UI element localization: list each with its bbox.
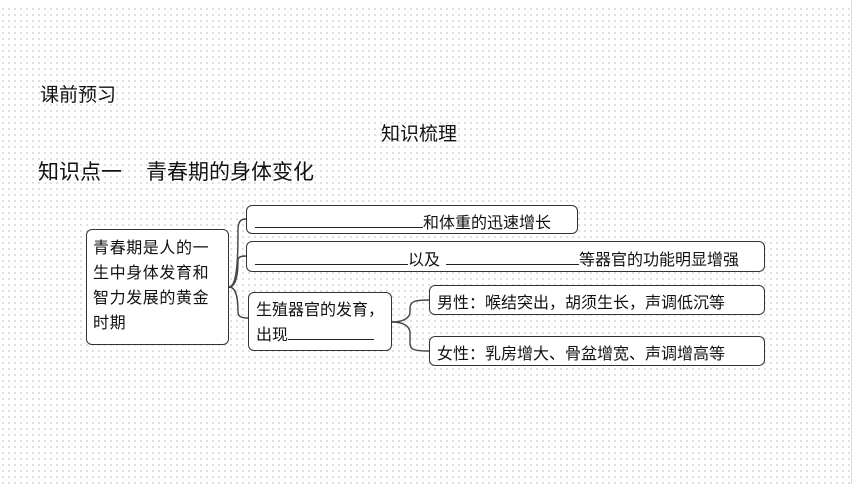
page-title: 知识梳理 (381, 123, 458, 145)
branch-reproductive-box: 生殖器官的发育， 出现 (248, 292, 392, 351)
connector-branch1 (228, 218, 247, 288)
branch3-prefix: 出现 (256, 325, 289, 344)
female-traits-box: 女性：乳房增大、骨盆增宽、声调增高等 (429, 336, 765, 366)
connector-male (391, 299, 430, 323)
section-label: 课前预习 (40, 84, 117, 106)
connector-branch2 (228, 255, 247, 288)
top-strip (0, 0, 860, 6)
branch-growth-box: 和体重的迅速增长 (246, 205, 578, 234)
branch3-line1: 生殖器官的发育， (256, 300, 385, 319)
fill-blank-2[interactable] (255, 248, 408, 265)
point-title: 青春期的身体变化 (146, 160, 314, 184)
main-concept-box: 青春期是人的一生中身体发育和智力发展的黄金时期 (86, 229, 229, 345)
point-label: 知识点一 (38, 160, 122, 184)
fill-blank-4[interactable] (288, 323, 375, 340)
branch2-text: 等器官的功能明显增强 (579, 250, 740, 269)
connector-branch3 (228, 286, 249, 319)
right-scroll-edge (851, 0, 860, 484)
branch1-text: 和体重的迅速增长 (423, 213, 552, 232)
branch2-middle-text: 以及 (408, 250, 441, 269)
branch-organ-box: 以及 等器官的功能明显增强 (246, 241, 765, 272)
knowledge-point-heading: 知识点一青春期的身体变化 (38, 156, 314, 186)
fill-blank-3[interactable] (446, 248, 580, 265)
connector-female (391, 321, 430, 352)
male-traits-box: 男性：喉结突出，胡须生长，声调低沉等 (429, 285, 765, 315)
fill-blank-1[interactable] (255, 211, 423, 228)
